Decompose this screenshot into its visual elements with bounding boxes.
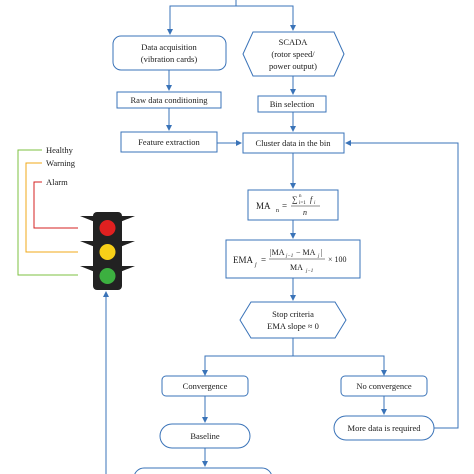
- no-convergence-label: No convergence: [356, 381, 412, 391]
- feature-extraction-node: Feature extraction: [120, 131, 218, 153]
- ema-num-sub2: j: [317, 254, 320, 259]
- scada-line2: (rotor speed/: [271, 49, 315, 59]
- top-split-connector: [169, 0, 294, 34]
- convergence-label: Convergence: [183, 381, 228, 391]
- traffic-light-yellow-lamp: [99, 244, 116, 260]
- cluster-label: Cluster data in the bin: [255, 138, 331, 148]
- bottom-partial-node: [134, 467, 272, 474]
- data-acquisition-line2: (vibration cards): [141, 54, 198, 64]
- ma-eq: =: [282, 201, 287, 211]
- ma-num-sum: ∑: [292, 195, 298, 204]
- ma-formula-node: MA n = ∑ n i=1 f i n: [247, 189, 339, 221]
- warning-bracket: [25, 162, 78, 253]
- stop-criteria-node: Stop criteria EMA slope ≈ 0: [239, 301, 347, 339]
- ema-times: × 100: [328, 255, 347, 264]
- data-acquisition-node: Data acquisition (vibration cards): [112, 35, 227, 71]
- ema-num-a: |MA: [270, 248, 285, 257]
- ema-num-mid: − MA: [296, 248, 316, 257]
- scada-line1: SCADA: [279, 37, 309, 47]
- cluster-node: Cluster data in the bin: [242, 132, 345, 154]
- loop-back-connector: [345, 140, 459, 429]
- alarm-label: Alarm: [46, 177, 68, 187]
- ma-num-sup: n: [299, 194, 302, 199]
- ema-eq: =: [261, 255, 266, 265]
- ma-den: n: [303, 208, 307, 217]
- bin-selection-node: Bin selection: [257, 95, 327, 113]
- traffic-light: [80, 212, 135, 290]
- ma-num-sub: i=1: [299, 201, 306, 206]
- ema-den-sub: j−1: [305, 269, 313, 274]
- scada-line3: power output): [269, 61, 317, 71]
- baseline-node: Baseline: [159, 423, 251, 449]
- branch-connector: [204, 338, 385, 374]
- stop-criteria-line2: EMA slope ≈ 0: [267, 321, 319, 331]
- status-legend: Healthy Warning Alarm: [17, 145, 78, 276]
- no-convergence-node: No convergence: [340, 375, 428, 397]
- ma-num-f: f: [310, 195, 314, 204]
- traffic-light-green-lamp: [99, 268, 116, 284]
- more-data-node: More data is required: [333, 415, 435, 441]
- ma-num-fsub: i: [314, 201, 316, 206]
- warning-label: Warning: [46, 158, 76, 168]
- healthy-label: Healthy: [46, 145, 74, 155]
- bin-selection-label: Bin selection: [270, 99, 315, 109]
- baseline-label: Baseline: [190, 431, 219, 441]
- ema-formula-node: EMA j = |MA j−1 − MA j | MA j−1 × 100: [225, 239, 361, 279]
- feature-extraction-label: Feature extraction: [138, 137, 200, 147]
- ma-lhs: MA: [256, 201, 271, 211]
- healthy-bracket: [17, 149, 78, 276]
- scada-node: SCADA (rotor speed/ power output): [242, 31, 345, 77]
- ma-sub: n: [276, 208, 279, 214]
- ema-num-sub1: j−1: [285, 254, 293, 259]
- ema-num-end: |: [321, 248, 323, 257]
- stop-criteria-line1: Stop criteria: [272, 309, 314, 319]
- raw-conditioning-node: Raw data conditioning: [116, 91, 222, 109]
- data-acquisition-line1: Data acquisition: [141, 42, 197, 52]
- alarm-bracket: [33, 181, 78, 229]
- traffic-light-red-lamp: [99, 220, 116, 236]
- ema-sub: j: [254, 262, 257, 268]
- ema-lhs: EMA: [233, 255, 254, 265]
- more-data-label: More data is required: [348, 423, 422, 433]
- raw-conditioning-label: Raw data conditioning: [131, 95, 209, 105]
- ema-den: MA: [290, 263, 303, 272]
- convergence-node: Convergence: [161, 375, 249, 397]
